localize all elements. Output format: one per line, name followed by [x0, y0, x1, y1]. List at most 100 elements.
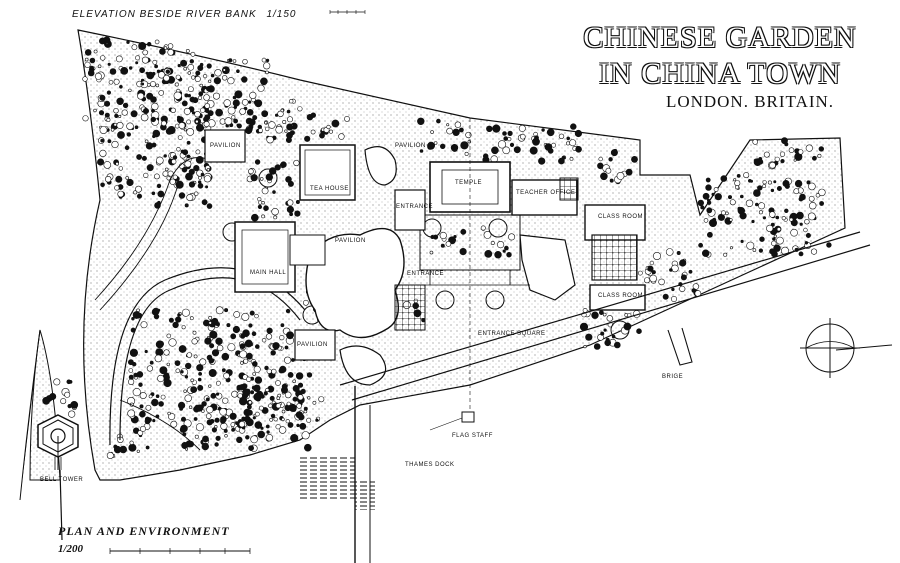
- tree-canopy-mark: [270, 350, 276, 356]
- tree-canopy-mark: [141, 56, 149, 64]
- tree-canopy-mark: [736, 173, 741, 178]
- tree-canopy-mark: [113, 107, 119, 114]
- tree-canopy-mark: [275, 380, 281, 386]
- tree-canopy-mark: [758, 248, 764, 253]
- tree-canopy-mark: [208, 357, 215, 364]
- tree-canopy-mark: [272, 342, 280, 350]
- tree-canopy-mark: [793, 188, 800, 195]
- tree-canopy-mark: [236, 123, 242, 129]
- tree-canopy-mark: [237, 393, 243, 399]
- tree-canopy-mark: [807, 212, 816, 221]
- tree-canopy-mark: [804, 219, 810, 225]
- tree-canopy-mark: [183, 107, 191, 115]
- tree-canopy-mark: [273, 215, 278, 220]
- tree-canopy-mark: [220, 422, 228, 430]
- tree-canopy-mark: [289, 98, 294, 104]
- tree-canopy-mark: [68, 379, 73, 384]
- tree-canopy-mark: [185, 174, 190, 178]
- tree-canopy-mark: [84, 49, 92, 56]
- tree-canopy-mark: [126, 40, 130, 44]
- tree-canopy-mark: [239, 397, 248, 406]
- tree-canopy-mark: [208, 79, 212, 83]
- tree-canopy-mark: [804, 241, 809, 245]
- tree-canopy-mark: [574, 129, 583, 138]
- tree-canopy-mark: [42, 396, 51, 405]
- tree-canopy-mark: [153, 173, 160, 180]
- tree-canopy-mark: [150, 116, 157, 123]
- tree-canopy-mark: [204, 108, 210, 114]
- tree-canopy-mark: [209, 343, 215, 349]
- tree-canopy-mark: [293, 159, 300, 167]
- tree-canopy-mark: [148, 394, 153, 399]
- tree-canopy-mark: [287, 371, 294, 378]
- tree-canopy-mark: [609, 178, 614, 183]
- tree-canopy-mark: [773, 234, 777, 238]
- tree-canopy-mark: [265, 58, 270, 63]
- tree-canopy-mark: [623, 322, 632, 331]
- tree-canopy-mark: [433, 141, 438, 145]
- tree-canopy-mark: [151, 142, 157, 148]
- tree-canopy-mark: [266, 136, 274, 144]
- tree-canopy-mark: [286, 109, 291, 114]
- tree-canopy-mark: [117, 190, 124, 198]
- tree-canopy-mark: [446, 123, 450, 127]
- tree-canopy-mark: [191, 111, 196, 115]
- tree-canopy-mark: [819, 201, 824, 206]
- tree-canopy-mark: [175, 74, 181, 80]
- tree-canopy-mark: [591, 311, 599, 319]
- tree-canopy-mark: [651, 270, 656, 275]
- tree-canopy-mark: [146, 365, 153, 372]
- tree-canopy-mark: [138, 41, 147, 50]
- tree-canopy-mark: [734, 180, 741, 187]
- tree-canopy-mark: [727, 195, 732, 200]
- tree-canopy-mark: [558, 133, 565, 140]
- tree-canopy-mark: [215, 435, 221, 441]
- tree-canopy-mark: [176, 147, 181, 152]
- tree-canopy-mark: [254, 99, 263, 108]
- tree-canopy-mark: [257, 84, 265, 92]
- tree-canopy-mark: [700, 205, 705, 210]
- tree-canopy-mark: [89, 57, 96, 64]
- tree-canopy-mark: [757, 159, 764, 165]
- label-bell-tower: BELL TOWER: [40, 477, 84, 483]
- tree-canopy-mark: [610, 149, 618, 157]
- tree-canopy-mark: [154, 39, 160, 45]
- tree-canopy-mark: [255, 411, 260, 417]
- tree-canopy-mark: [773, 180, 777, 184]
- tree-canopy-mark: [247, 126, 253, 132]
- tree-canopy-mark: [208, 384, 212, 388]
- tree-canopy-mark: [680, 274, 687, 281]
- tree-canopy-mark: [189, 316, 194, 321]
- tree-canopy-mark: [113, 78, 120, 85]
- tree-canopy-mark: [805, 144, 813, 152]
- tree-canopy-mark: [735, 185, 740, 190]
- tree-canopy-mark: [604, 339, 612, 347]
- tree-canopy-mark: [222, 68, 226, 72]
- tree-canopy-mark: [227, 343, 236, 352]
- label-temple: TEMPLE: [455, 180, 483, 186]
- tree-canopy-mark: [770, 188, 775, 193]
- tree-canopy-mark: [643, 277, 650, 284]
- tree-canopy-mark: [508, 233, 516, 241]
- tree-canopy-mark: [195, 423, 204, 432]
- tree-canopy-mark: [532, 137, 540, 146]
- tree-canopy-mark: [265, 333, 273, 340]
- label-pavilion-south: PAVILION: [297, 342, 328, 348]
- tree-canopy-mark: [206, 63, 212, 69]
- tree-symbol: [258, 168, 278, 188]
- tree-canopy-mark: [739, 212, 747, 220]
- tree-canopy-mark: [106, 117, 111, 122]
- tree-canopy-mark: [163, 349, 170, 356]
- tree-canopy-mark: [70, 400, 79, 409]
- tree-canopy-mark: [679, 259, 687, 267]
- tree-canopy-mark: [221, 66, 230, 75]
- tree-canopy-mark: [242, 58, 248, 65]
- tree-canopy-mark: [195, 70, 201, 76]
- tree-canopy-mark: [121, 109, 128, 116]
- tree-canopy-mark: [117, 131, 125, 139]
- tree-canopy-mark: [296, 423, 300, 428]
- tree-canopy-mark: [679, 285, 686, 293]
- tree-canopy-mark: [246, 409, 253, 416]
- tree-canopy-mark: [344, 116, 350, 122]
- tree-canopy-mark: [172, 174, 178, 180]
